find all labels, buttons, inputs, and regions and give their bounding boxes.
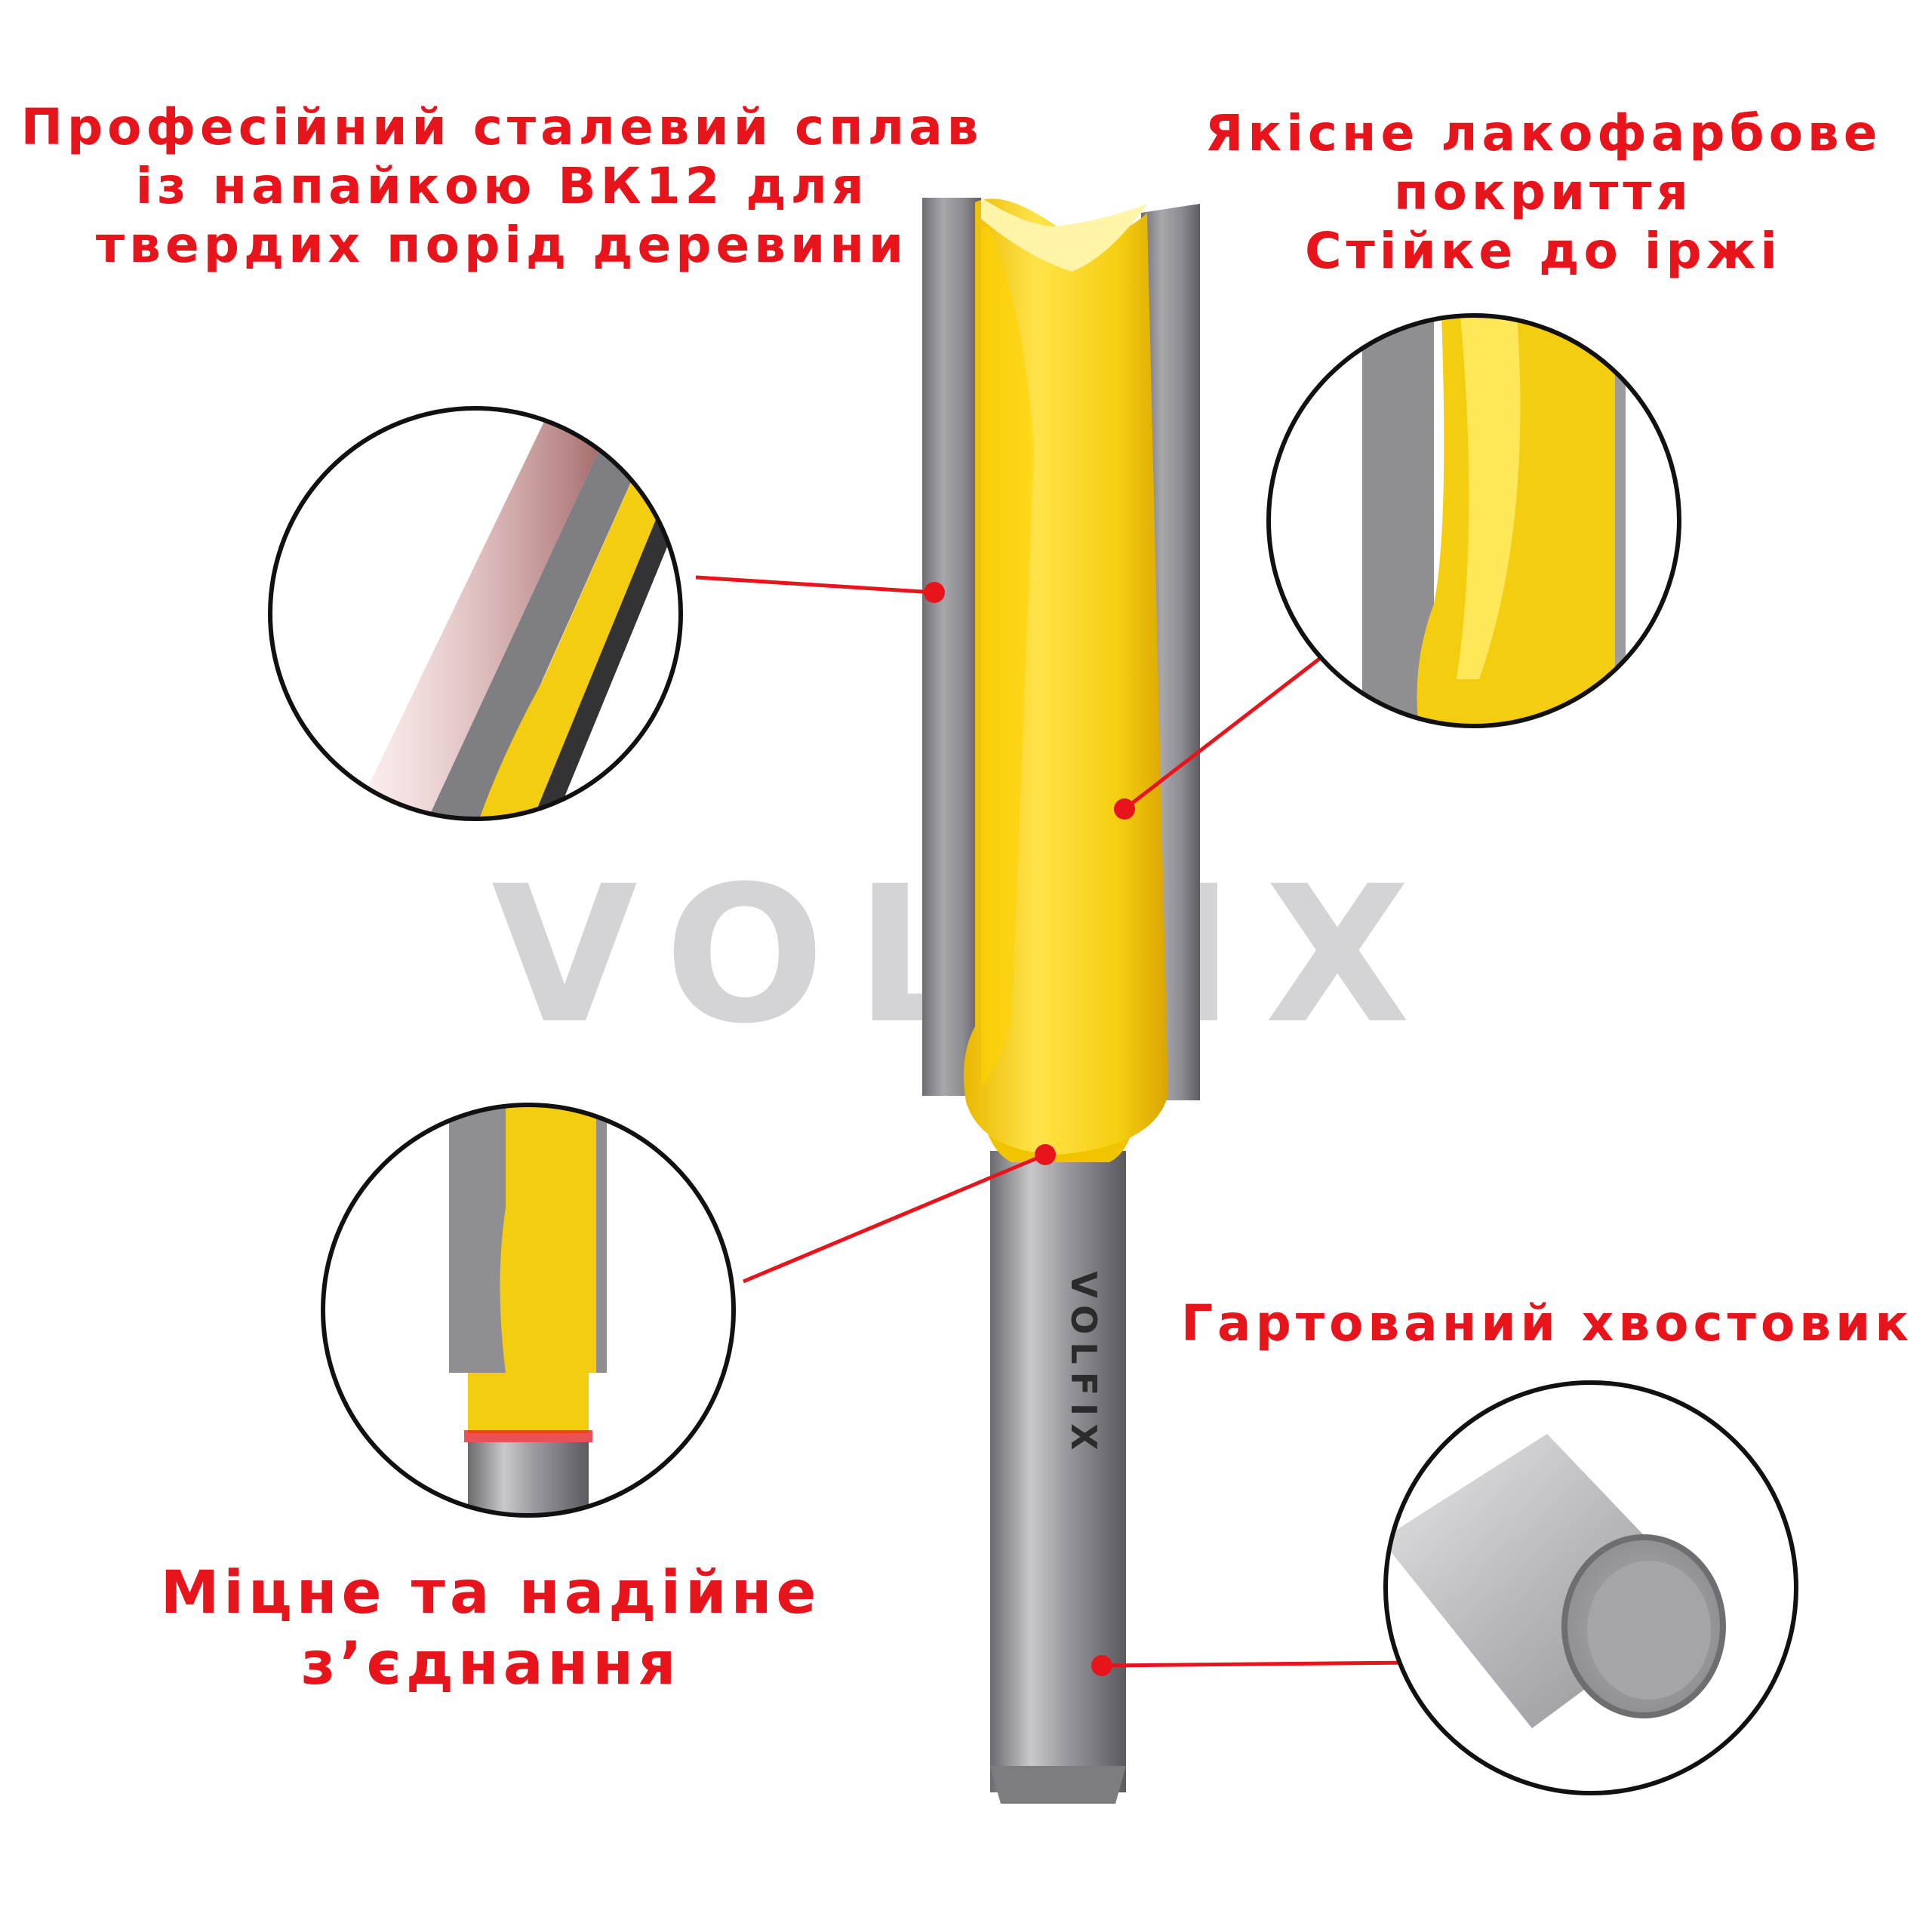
zoom-circle-shank: [1383, 1380, 1798, 1795]
router-bit: VOLFIX: [922, 198, 1200, 1804]
caption-carbide-steel-line1: Професійний сталевий сплав: [20, 98, 983, 156]
callout-line-body: [1123, 648, 1334, 811]
caption-paint-coating-line1: Якісне лакофарбове: [1204, 104, 1882, 162]
callout-lines: [695, 575, 1416, 1668]
callout-line-shank: [1101, 1660, 1416, 1668]
zoom-circle-coating: [1266, 313, 1681, 728]
caption-carbide-steel: Професійний сталевий сплав із напайкою В…: [0, 98, 1004, 275]
caption-carbide-steel-line3: твердих порід деревини: [95, 215, 909, 274]
caption-strong-joint-line2: з’єднання: [300, 1629, 681, 1698]
bit-shank-tip: [990, 1766, 1126, 1804]
caption-hardened-shank: Гартований хвостовик: [1162, 1294, 1932, 1353]
callout-line-blade: [695, 575, 935, 595]
callout-line-joint: [743, 1152, 1046, 1284]
bit-shank: [990, 1151, 1126, 1792]
caption-paint-coating: Якісне лакофарбове покриття Стійке до ір…: [1162, 104, 1924, 281]
zoom-circle-carbide: [268, 406, 683, 821]
caption-paint-coating-line3: Стійке до іржі: [1305, 221, 1782, 280]
caption-carbide-steel-line2: із напайкою ВК12 для: [135, 156, 869, 215]
caption-hardened-shank-line1: Гартований хвостовик: [1180, 1294, 1913, 1352]
shank-engraving: VOLFIX: [1063, 1271, 1104, 1457]
caption-strong-joint-line1: Міцне та надійне: [160, 1559, 821, 1627]
zoom-circle-joint: [321, 1103, 736, 1518]
caption-strong-joint: Міцне та надійне з’єднання: [113, 1558, 868, 1700]
caption-paint-coating-line2: покриття: [1393, 162, 1694, 221]
carbide-blade-left: [922, 198, 981, 1096]
bit-body-highlight: [981, 226, 1034, 1087]
bit-top-bevel: [981, 198, 1147, 272]
